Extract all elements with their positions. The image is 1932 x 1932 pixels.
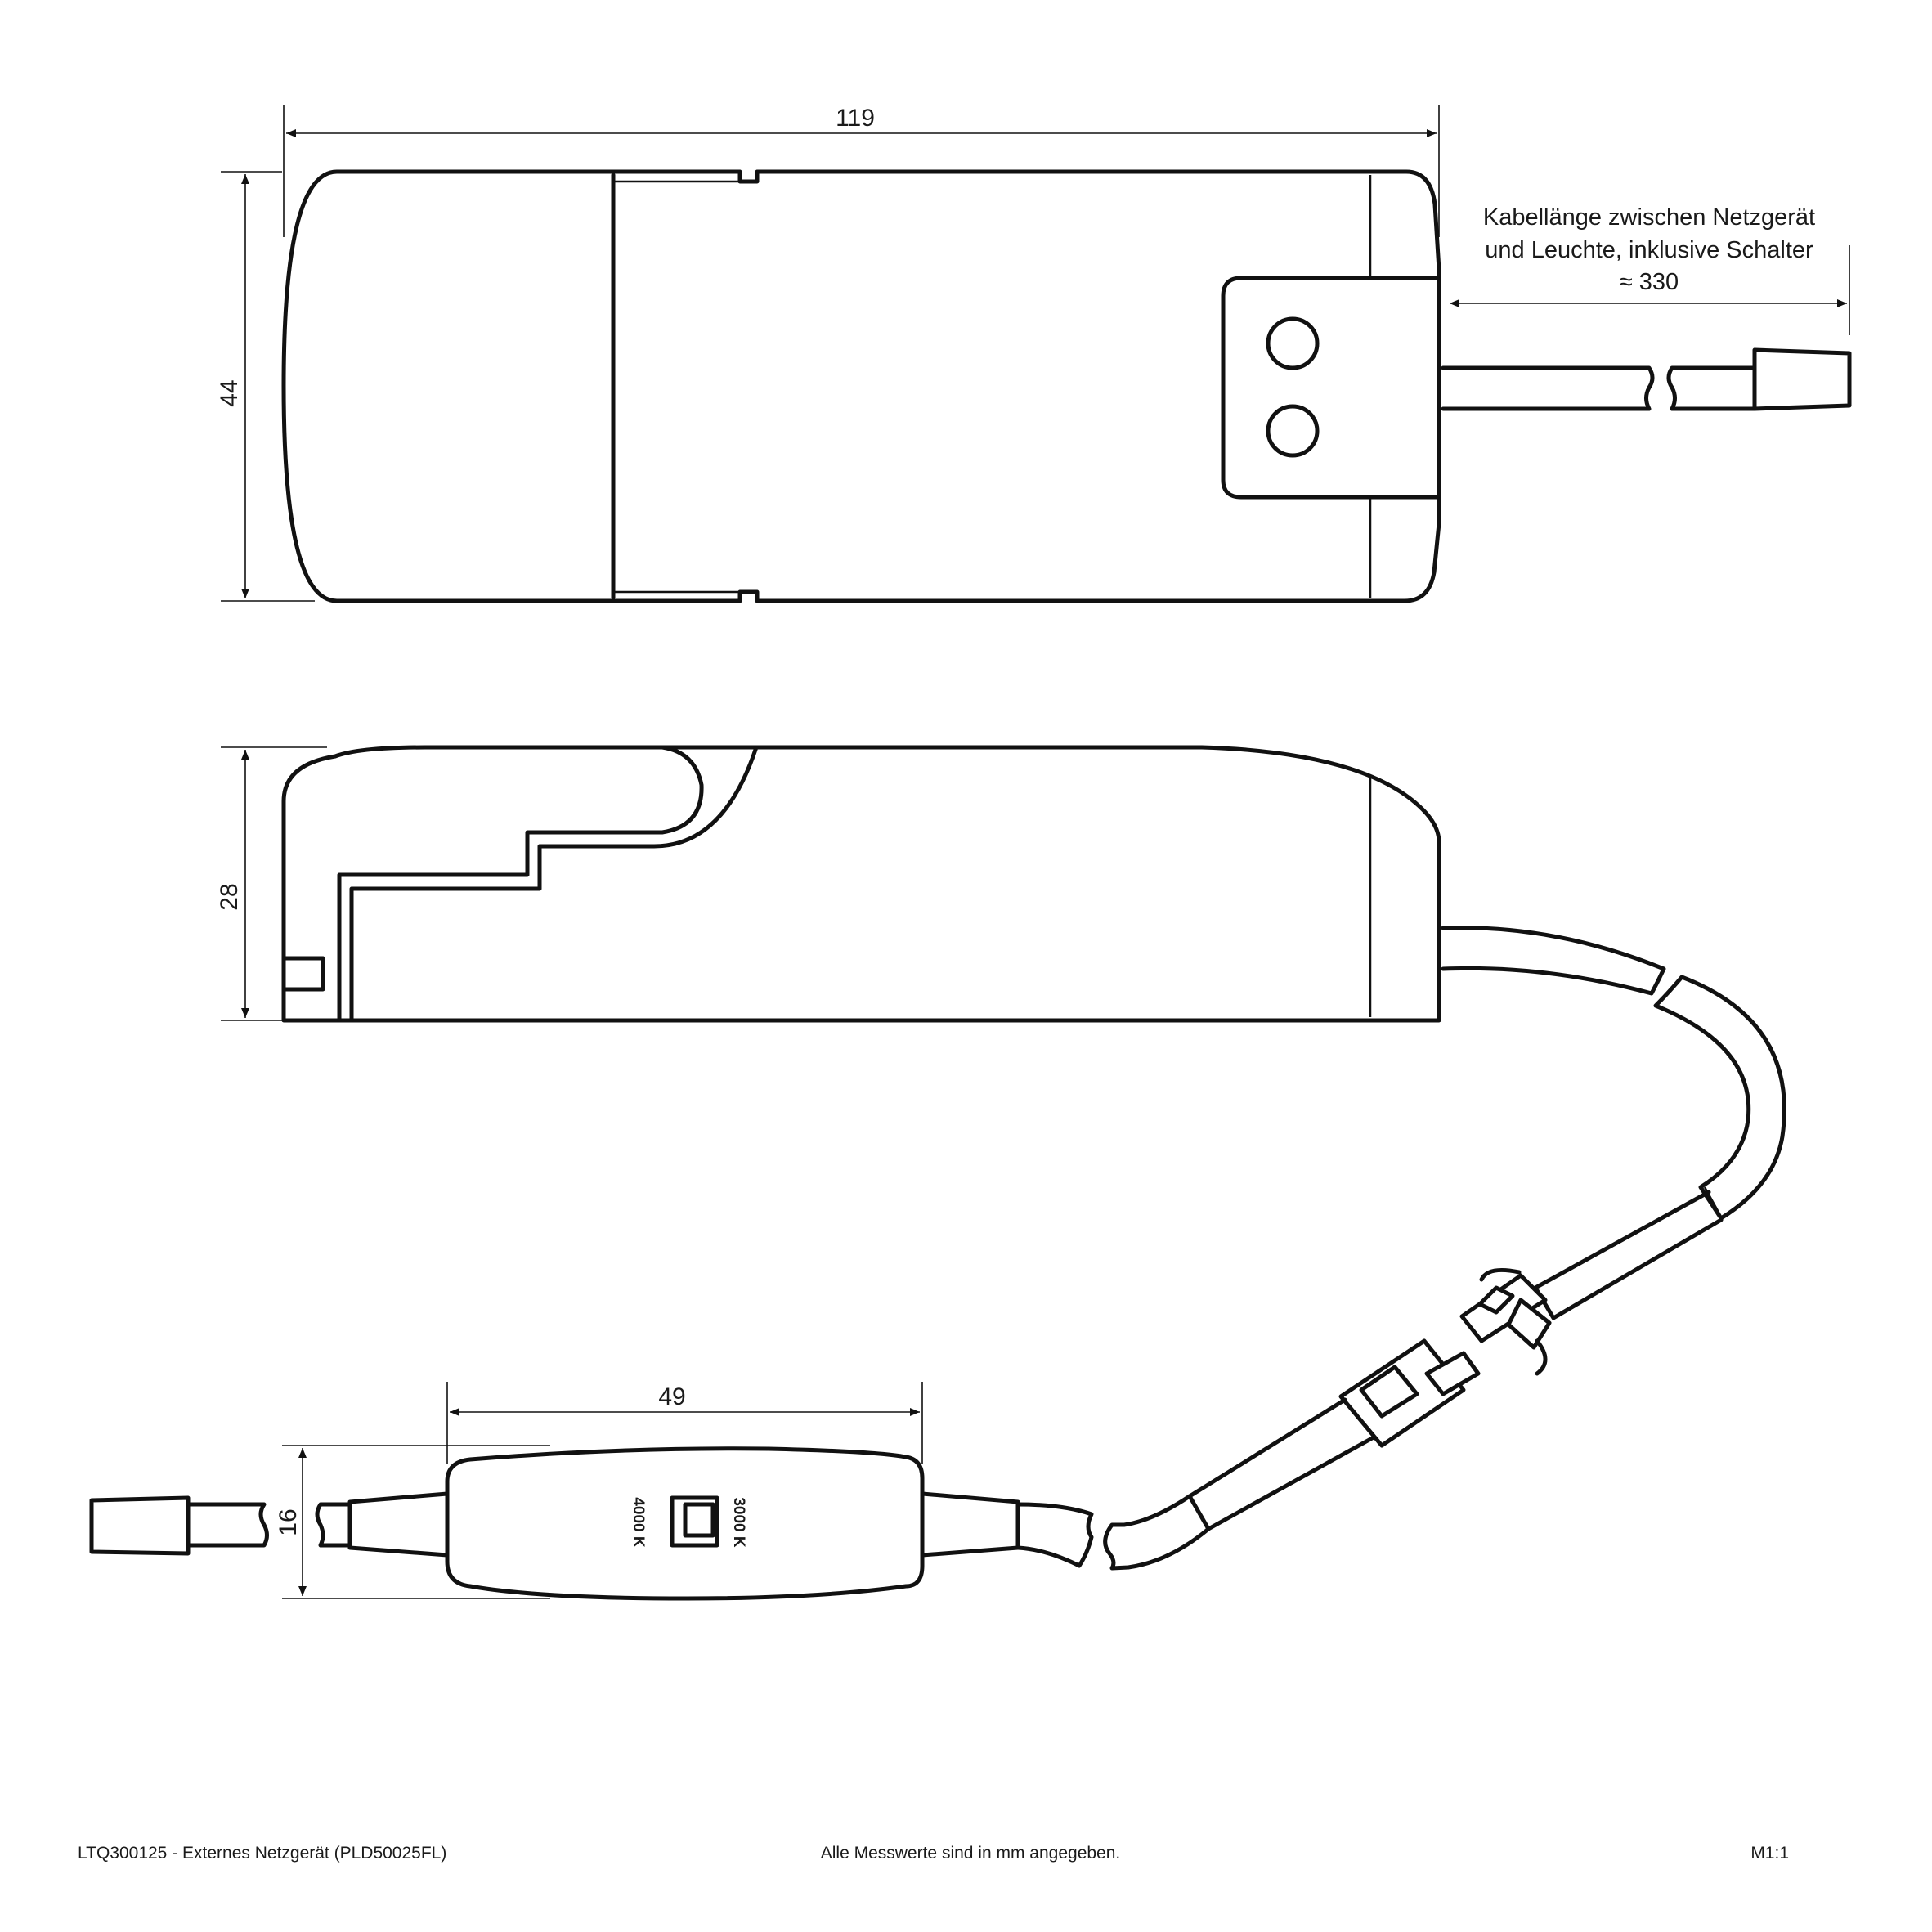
side-view: 28 — [216, 745, 1786, 1571]
cable-note-line3: ≈ 330 — [1620, 269, 1679, 295]
dimension-width: 44 — [216, 171, 315, 602]
dimension-switch-length-label: 49 — [658, 1383, 685, 1410]
dimension-switch-length: 49 — [446, 1382, 923, 1464]
cable-length-note: Kabellänge zwischen Netzgerät und Leucht… — [1450, 204, 1850, 335]
cable-top-view — [1441, 365, 1655, 411]
dimension-width-label: 44 — [216, 379, 243, 406]
footer-scale: M1:1 — [1750, 1844, 1789, 1863]
socket-hole-upper — [1266, 316, 1320, 370]
inline-connector — [1338, 1268, 1552, 1448]
slider-knob[interactable] — [683, 1502, 715, 1538]
footer-product: LTQ300125 - Externes Netzgerät (PLD50025… — [78, 1844, 446, 1863]
top-view: 119 44 Kabellänge zwischen Netzgerät und… — [216, 105, 1852, 603]
switch-label-4000k: 4000 K — [630, 1497, 647, 1548]
dimension-height: 28 — [216, 746, 327, 1021]
dimension-switch-width-label: 16 — [275, 1508, 302, 1535]
dimension-length: 119 — [283, 105, 1440, 237]
switch-label-3000k: 3000 K — [730, 1497, 747, 1548]
switch-view: 49 16 4000 K 3000 K — [89, 1382, 1094, 1601]
cable-note-line2: und Leuchte, inklusive Schalter — [1485, 237, 1813, 263]
socket-hole-lower — [1266, 404, 1320, 458]
housing-side-view — [281, 745, 1441, 1023]
footer: LTQ300125 - Externes Netzgerät (PLD50025… — [78, 1844, 1789, 1863]
cable-side-view — [1441, 926, 1666, 996]
dimension-length-label: 119 — [836, 105, 875, 132]
dimension-switch-width: 16 — [275, 1445, 550, 1599]
footer-units-note: Alle Messwerte sind in mm angegeben. — [821, 1844, 1121, 1863]
cable-plug-left — [89, 1495, 191, 1556]
cable-plug-top-view — [1752, 347, 1852, 411]
socket-plate — [1221, 276, 1440, 500]
dimension-height-label: 28 — [216, 883, 243, 910]
housing-top-view — [281, 169, 1441, 603]
cable-note-line1: Kabellänge zwischen Netzgerät — [1483, 204, 1815, 231]
